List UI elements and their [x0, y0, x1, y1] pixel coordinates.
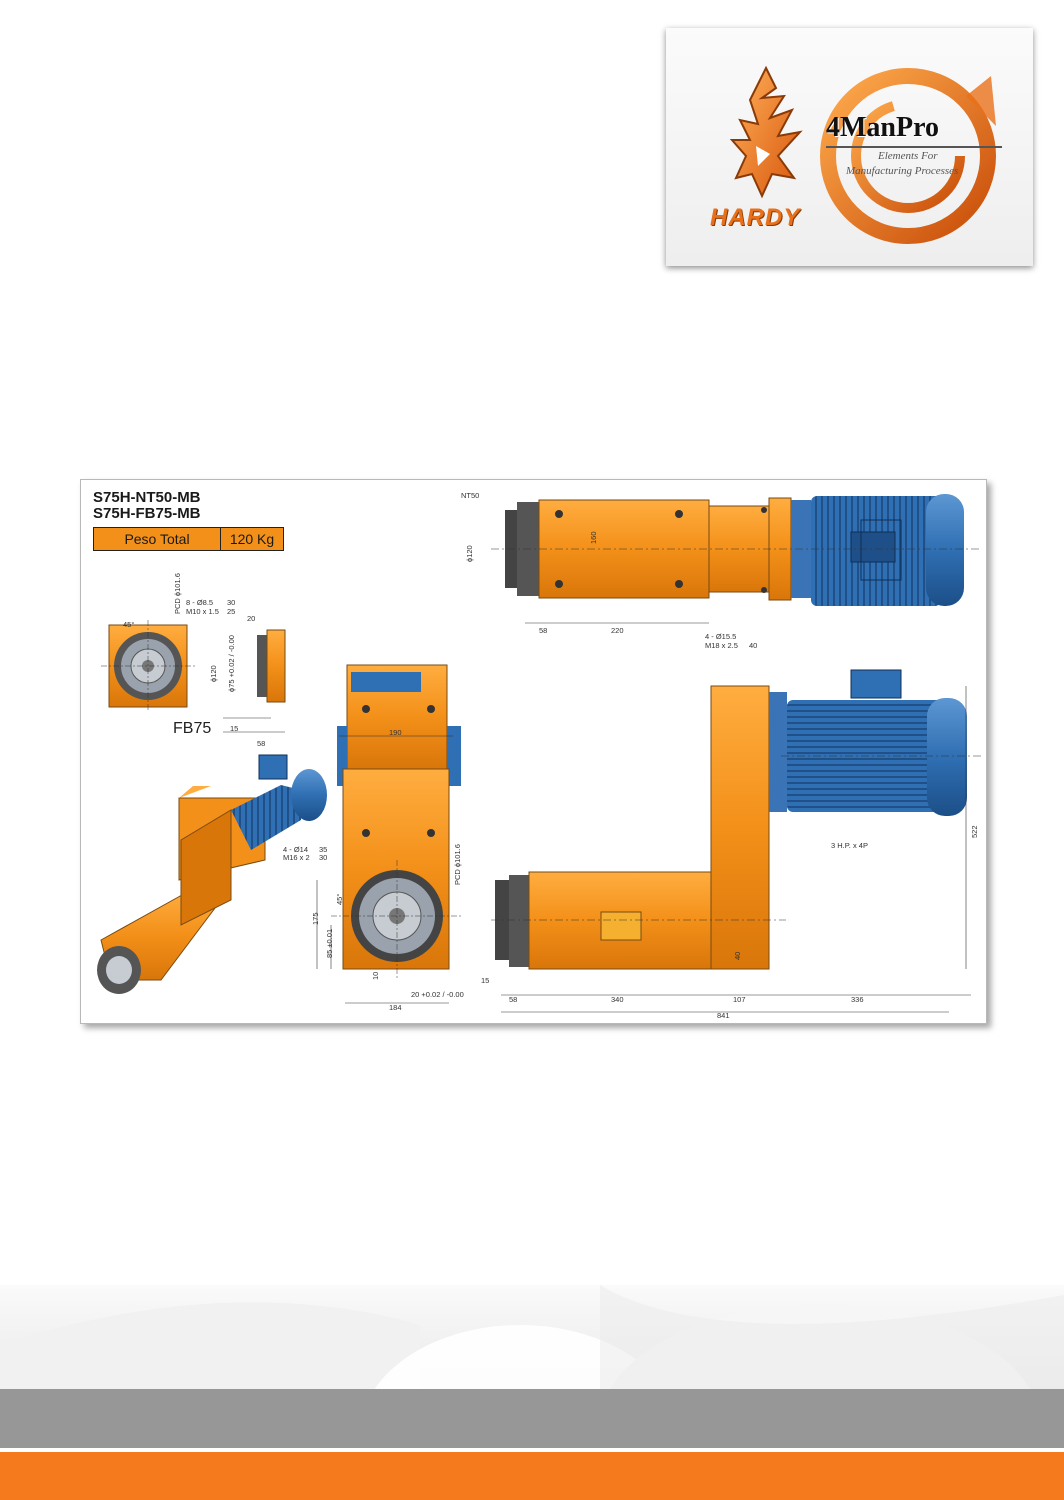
dim-d75-flange: ϕ75 +0.02 / -0.00 [227, 635, 236, 692]
isometric-view [97, 754, 327, 994]
callout-thread-m10: M10 x 1.5 [186, 607, 219, 616]
fb75-flange-view [101, 620, 286, 712]
callout-pcd-flange: PCD ϕ101.6 [173, 573, 182, 614]
callout-holes-8-depth: 30 [227, 598, 236, 607]
callout-holes-4-155: 4 - Ø15.5 [705, 632, 737, 641]
dim-d184: 184 [389, 1003, 402, 1012]
dim-d58-flange: 58 [257, 739, 266, 748]
dim-d220: 220 [611, 626, 624, 635]
dim-d58-top: 58 [539, 626, 548, 635]
manpro-tagline-line1: Elements For [878, 150, 938, 162]
callout-thread-m18: M18 x 2.5 [705, 641, 738, 650]
weight-label: Peso Total [94, 528, 221, 550]
callout-pcd-front: PCD ϕ101.6 [453, 844, 462, 885]
callout-thread-m16-depth: 30 [319, 853, 328, 862]
dim-d15-flange: 15 [230, 724, 239, 733]
dim-d20-key: 20 +0.02 / -0.00 [411, 990, 464, 999]
dim-d120-flange: ϕ120 [209, 665, 218, 682]
weight-value: 120 Kg [229, 531, 275, 547]
dim-d15-side: 15 [481, 976, 490, 985]
dim-d175: 175 [311, 912, 320, 925]
callout-thread-m18-depth: 40 [749, 641, 758, 650]
technical-drawing-svg [97, 494, 981, 1013]
callout-angle-45b: 45° [335, 893, 344, 905]
dim-d107: 107 [733, 995, 746, 1004]
dimension-lines [223, 622, 971, 1013]
callout-nt50: NT50 [461, 491, 480, 500]
side-view [491, 669, 981, 970]
dim-d841: 841 [717, 1011, 730, 1020]
dim-d10: 10 [371, 971, 380, 980]
callout-thread-m10-depth: 25 [227, 607, 236, 616]
hardy-flame-logo-icon [729, 65, 803, 199]
weight-table: Peso Total 120 Kg [93, 527, 284, 551]
dim-d160: 160 [589, 531, 598, 544]
model-code-nt50: S75H-NT50-MB [93, 489, 201, 506]
dim-d20-flange: 20 [247, 614, 256, 623]
hardy-brand-name: HARDY [710, 204, 801, 231]
dim-d85: 85 ±0.01 [325, 928, 334, 958]
dim-d58-side: 58 [509, 995, 518, 1004]
dim-d190: 190 [389, 728, 402, 737]
callout-holes-4-14: 4 - Ø14 [283, 845, 309, 854]
manpro-tagline-line2: Manufacturing Processes [846, 165, 959, 177]
manpro-brand-name: 4ManPro [826, 112, 940, 143]
dim-d40: 40 [733, 951, 742, 960]
manpro-ring-logo-icon [820, 68, 996, 244]
dim-d340: 340 [611, 995, 624, 1004]
callout-holes-8: 8 - Ø8.5 [186, 598, 214, 607]
callout-holes-4-14-depth: 35 [319, 845, 328, 854]
callout-thread-m16: M16 x 2 [283, 853, 310, 862]
model-code-fb75: S75H-FB75-MB [93, 505, 201, 522]
fb75-view-label: FB75 [173, 720, 212, 737]
footer-grey-band [0, 1389, 1064, 1448]
footer-orange-band [0, 1452, 1064, 1500]
dim-d120-top: ϕ120 [465, 545, 474, 562]
top-view [491, 494, 981, 606]
logo-card: HARDY 4ManPro Elements For Manufacturing… [666, 28, 1033, 266]
footer-swoosh-shapes [0, 1285, 1064, 1390]
dim-d522: 522 [970, 825, 979, 838]
footer-swoosh-background [0, 1285, 1064, 1390]
front-view [331, 664, 463, 980]
callout-angle-45a: 45° [123, 620, 135, 629]
technical-drawing-panel: S75H-NT50-MB S75H-FB75-MB Peso Total 120… [80, 479, 987, 1024]
manpro-divider [826, 146, 1002, 148]
dim-d336: 336 [851, 995, 864, 1004]
callout-motor-spec: 3 H.P. x 4P [831, 841, 868, 850]
